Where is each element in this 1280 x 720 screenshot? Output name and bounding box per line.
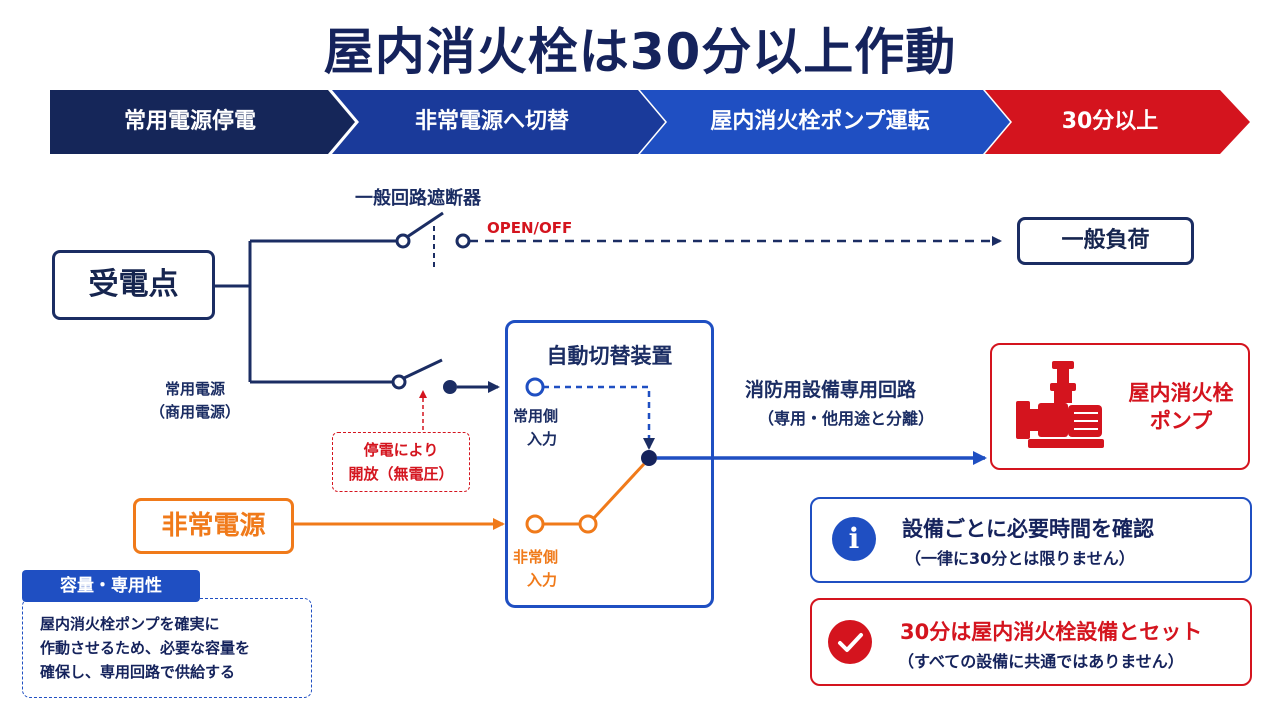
receiving-point-box: 受電点 xyxy=(52,250,215,320)
check-icon xyxy=(828,620,872,664)
fire-circuit-sublabel: （専用・他用途と分離） xyxy=(758,409,935,428)
capacity-note-heading: 容量・専用性 xyxy=(22,570,200,602)
step-label: 非常電源へ切替 xyxy=(414,109,569,134)
general-load-box: 一般負荷 xyxy=(1017,217,1194,265)
step-pump-operation: 屋内消火栓ポンプ運転 xyxy=(640,90,1010,154)
step-label: 30分以上 xyxy=(1061,109,1159,134)
breaker-label: 一般回路遮断器 xyxy=(355,188,481,209)
emergency-power-box: 非常電源 xyxy=(133,498,294,554)
info-note-title: 設備ごとに必要時間を確認 xyxy=(902,517,1154,541)
ats-title: 自動切替装置 xyxy=(546,344,673,368)
emergency-input-label: 非常側 xyxy=(513,548,559,566)
open-off-label: OPEN/OFF xyxy=(487,219,573,237)
commercial-power-label: （商用電源） xyxy=(149,403,240,421)
check-note-sub: （すべての設備に共通ではありません） xyxy=(898,652,1184,671)
check-note-title: 30分は屋内消火栓設備とセット xyxy=(900,620,1203,644)
ats-box xyxy=(505,320,714,608)
info-icon: i xyxy=(832,517,876,561)
pump-label-line: 屋内消火栓 xyxy=(1128,381,1234,405)
fire-circuit-label: 消防用設備専用回路 xyxy=(745,379,917,401)
pump-icon xyxy=(1016,361,1104,448)
check-note: 30分は屋内消火栓設備とセット （すべての設備に共通ではありません） xyxy=(810,598,1252,686)
capacity-note-line: 屋内消火栓ポンプを確実に xyxy=(40,615,220,633)
pump-label: 屋内消火栓 ポンプ xyxy=(1117,379,1245,435)
normal-input-label: 常用側 xyxy=(513,407,559,425)
fire-pump-box: 屋内消火栓 ポンプ xyxy=(990,343,1250,470)
pump-label-line: ポンプ xyxy=(1149,409,1213,433)
capacity-note-line: 作動させるため、必要な容量を xyxy=(40,639,251,657)
outage-note-line: 停電により xyxy=(363,441,439,459)
step-switch-emergency: 非常電源へ切替 xyxy=(332,90,665,154)
info-note: i 設備ごとに必要時間を確認 （一律に30分とは限りません） xyxy=(810,497,1252,583)
page-title: 屋内消火栓は30分以上作動 xyxy=(323,23,957,81)
step-label: 常用電源停電 xyxy=(123,109,256,134)
emergency-input-label-2: 入力 xyxy=(527,571,558,589)
normal-input-label-2: 入力 xyxy=(527,430,558,448)
step-30min: 30分以上 xyxy=(985,90,1250,154)
outage-note-line: 開放（無電圧） xyxy=(348,465,454,483)
capacity-note-body: 屋内消火栓ポンプを確実に 作動させるため、必要な容量を 確保し、専用回路で供給す… xyxy=(40,612,250,684)
capacity-note-line: 確保し、専用回路で供給する xyxy=(40,663,236,681)
info-note-sub: （一律に30分とは限りません） xyxy=(905,549,1135,568)
step-label: 屋内消火栓ポンプ運転 xyxy=(710,109,930,134)
outage-note: 停電により 開放（無電圧） xyxy=(332,432,470,492)
step-power-outage: 常用電源停電 xyxy=(50,90,355,154)
normal-power-label: 常用電源 xyxy=(164,380,225,398)
